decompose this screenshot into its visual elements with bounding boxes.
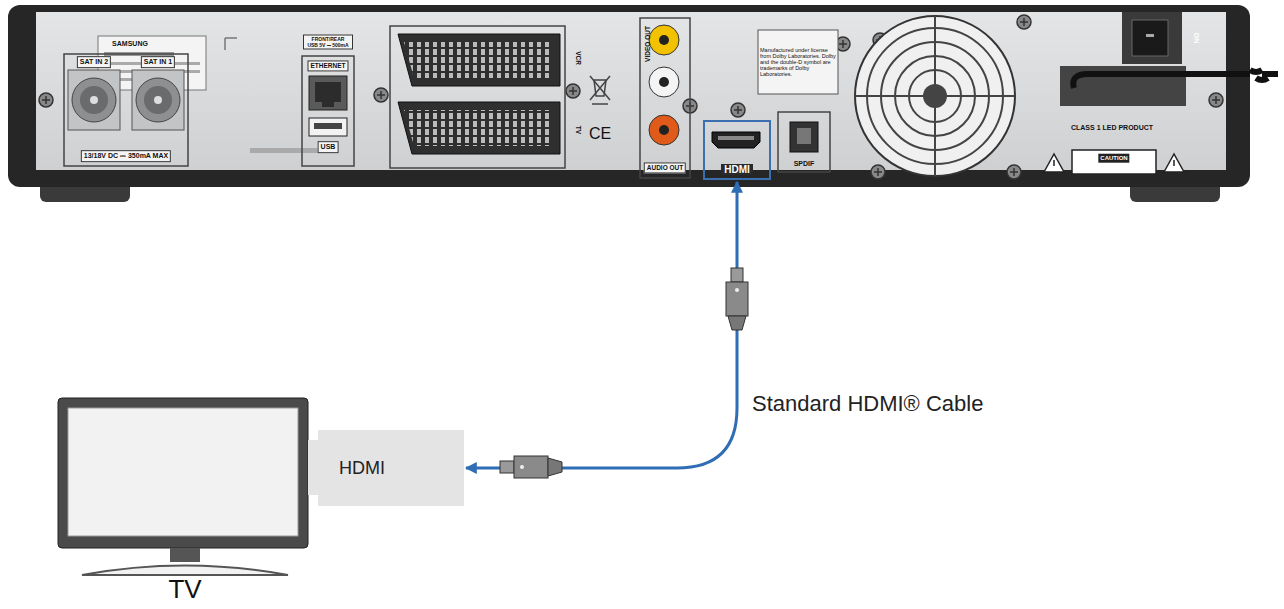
panel-label: FRONT/REAR USB 5V ⎓ 500mA [303, 35, 353, 50]
tv-screen [68, 408, 298, 536]
cable-label: Standard HDMI® Cable [752, 392, 983, 416]
panel-label: VCR [574, 51, 581, 65]
panel-label: SAT IN 2 [77, 56, 111, 68]
panel-label: AUDIO OUT [644, 162, 686, 173]
power-cord [1073, 70, 1278, 88]
sat-in-2-connector [68, 70, 120, 130]
weee-symbol [590, 76, 610, 104]
screws [39, 15, 1223, 179]
hdmi-cable [466, 182, 737, 468]
port-label: HDMI [336, 458, 388, 479]
scart-vcr [398, 34, 560, 86]
upper-plug [726, 268, 748, 330]
fan [855, 16, 1015, 176]
box-housing [8, 5, 1250, 187]
hdmi-port-box: HDMI [703, 120, 771, 180]
panel-label: TV [574, 126, 581, 134]
usb-port [309, 118, 347, 136]
power-switch [1122, 12, 1182, 64]
panel-label: CE [589, 125, 611, 143]
caution-signs [1044, 150, 1184, 174]
panel-label: CAUTION [1098, 154, 1129, 163]
lower-plug [500, 456, 562, 478]
panel-label: 13/18V DC ⎓ 350mA MAX [81, 150, 171, 162]
ethernet-port [309, 76, 347, 110]
spdif-port [790, 122, 818, 152]
sat-frame [64, 54, 188, 166]
panel-label: Manufactured under license from Dolby La… [760, 47, 836, 77]
scart-tv [398, 102, 560, 154]
rear-panel [36, 12, 1226, 170]
panel-label: VIDEO OUT [644, 26, 651, 62]
screw-crosses [42, 18, 1220, 176]
sat-in-1-connector [132, 70, 184, 130]
hdmi-port [712, 132, 760, 148]
tv-hdmi-input: HDMI [318, 430, 464, 506]
panel-label: SAMSUNG [112, 40, 148, 48]
panel-label: SAT IN 1 [141, 56, 175, 68]
panel-label: USB [318, 141, 339, 153]
tv-stand [82, 566, 288, 576]
device-name: TV [168, 575, 201, 604]
panel-label: ETHERNET [307, 60, 348, 71]
tv-bezel [58, 398, 308, 548]
panel-label: SPDIF [794, 160, 815, 168]
panel-label: ON [1192, 33, 1200, 44]
panel-label: CLASS 1 LED PRODUCT [1071, 124, 1153, 132]
port-label: HDMI [721, 164, 753, 175]
